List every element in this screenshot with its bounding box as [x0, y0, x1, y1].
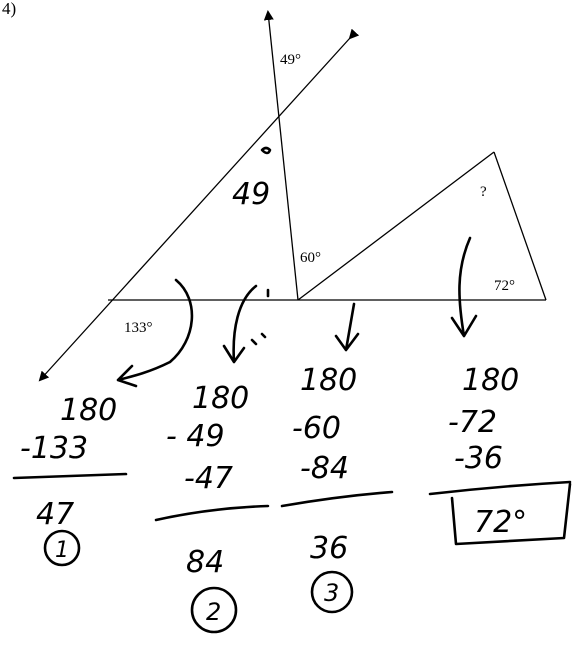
hand-col1-line1: 180	[60, 393, 117, 428]
hand-col2-line3: -47	[184, 461, 233, 496]
hand-col3-line1: 180	[300, 363, 357, 398]
hand-arrow-col1	[116, 278, 194, 388]
hand-col4-line2: -72	[448, 405, 497, 440]
hand-col2-result: 84	[186, 545, 224, 580]
hand-col3-line2: -60	[292, 411, 341, 446]
hand-tick-col2	[250, 288, 270, 346]
hand-col2-step-circle	[190, 586, 238, 634]
hand-col4-rule	[428, 480, 572, 496]
hand-arrow-col3	[334, 302, 360, 352]
hand-col1-rule	[12, 472, 128, 480]
hand-col4-line3: -36	[454, 441, 503, 476]
angle-label-top: 49°	[280, 52, 301, 68]
hand-col3-step: 3	[324, 579, 339, 607]
hand-col1-result: 47	[36, 497, 74, 532]
diagonal-line	[38, 28, 360, 382]
angle-label-bottom-left: 133°	[124, 320, 153, 336]
hand-col2-line1: 180	[192, 381, 249, 416]
angle-label-right: 72°	[494, 278, 515, 294]
hand-col2-step: 2	[206, 598, 221, 626]
hand-col3-result: 36	[310, 531, 348, 566]
angle-label-middle: 60°	[300, 250, 321, 266]
hand-col2-rule	[154, 504, 270, 522]
hand-col2-line2: - 49	[166, 419, 225, 454]
problem-number: 4)	[2, 0, 16, 18]
hand-top-angle: 49	[232, 177, 270, 212]
hand-col4-answer-box	[450, 482, 572, 546]
hand-col4-result: 72°	[474, 505, 527, 540]
hand-col1-step: 1	[55, 538, 69, 563]
hand-arrow-col2	[222, 284, 258, 364]
vertical-ray	[263, 10, 299, 301]
angle-label-unknown: ?	[480, 184, 487, 200]
hand-col1-step-circle	[43, 529, 81, 567]
hand-col3-step-circle	[310, 570, 354, 614]
triangle-right-side	[493, 151, 547, 301]
hand-dot-mark	[260, 146, 272, 155]
hand-col1-line2: -133	[20, 431, 88, 466]
hand-col4-line1: 180	[462, 363, 519, 398]
hand-col3-rule	[280, 490, 394, 508]
hand-col3-line3: -84	[300, 451, 349, 486]
triangle-left-side	[297, 151, 495, 301]
hand-arrow-col4	[450, 236, 478, 338]
